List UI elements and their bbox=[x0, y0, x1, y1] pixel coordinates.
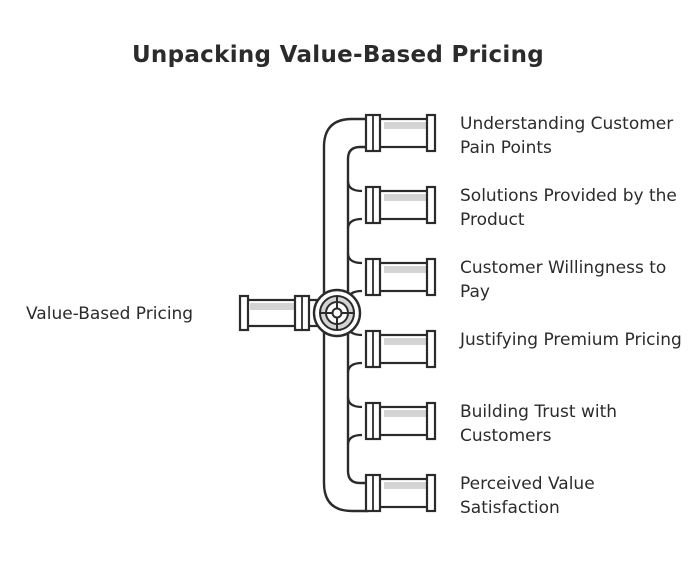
branch-label-6: Perceived Value Satisfaction bbox=[460, 474, 595, 518]
branch-pipe-shade-6 bbox=[384, 482, 428, 489]
source-pipe-shade bbox=[250, 303, 294, 310]
branch-pipe-shade-1 bbox=[384, 122, 428, 129]
pipe-layer bbox=[238, 113, 437, 513]
branch-label-4: Justifying Premium Pricing bbox=[460, 330, 682, 350]
branch-label-5: Building Trust with Customers bbox=[460, 402, 618, 446]
branch-label-2: Solutions Provided by the Product bbox=[460, 186, 677, 230]
branch-end-flange-2 bbox=[425, 185, 437, 225]
branch-pipe-shade-5 bbox=[384, 410, 428, 417]
valve-icon bbox=[331, 307, 343, 319]
branch-end-flange-5 bbox=[425, 401, 437, 441]
branch-label-1: Understanding Customer Pain Points bbox=[460, 114, 674, 158]
branch-pipe-shade-2 bbox=[384, 194, 428, 201]
branch-elbow-bottom-5 bbox=[346, 433, 363, 446]
branch-end-flange-1 bbox=[425, 113, 437, 153]
branch-label-3: Customer Willingness to Pay bbox=[460, 258, 667, 302]
branch-elbow-bottom-4 bbox=[346, 361, 363, 374]
branch-end-flange-4 bbox=[425, 329, 437, 369]
branch-elbow-bottom-2 bbox=[346, 217, 363, 230]
branch-pipe-shade-3 bbox=[384, 266, 428, 273]
branch-end-flange-3 bbox=[425, 257, 437, 297]
source-label: Value-Based Pricing bbox=[26, 304, 194, 324]
branch-elbow-top-3 bbox=[346, 252, 363, 265]
branch-elbow-top-5 bbox=[346, 396, 363, 409]
branch-pipe-shade-4 bbox=[384, 338, 428, 345]
branch-elbow-top-2 bbox=[346, 180, 363, 193]
diagram-title: Unpacking Value-Based Pricing bbox=[131, 42, 545, 68]
source-end-flange bbox=[238, 294, 250, 332]
branch-end-flange-6 bbox=[425, 473, 437, 513]
